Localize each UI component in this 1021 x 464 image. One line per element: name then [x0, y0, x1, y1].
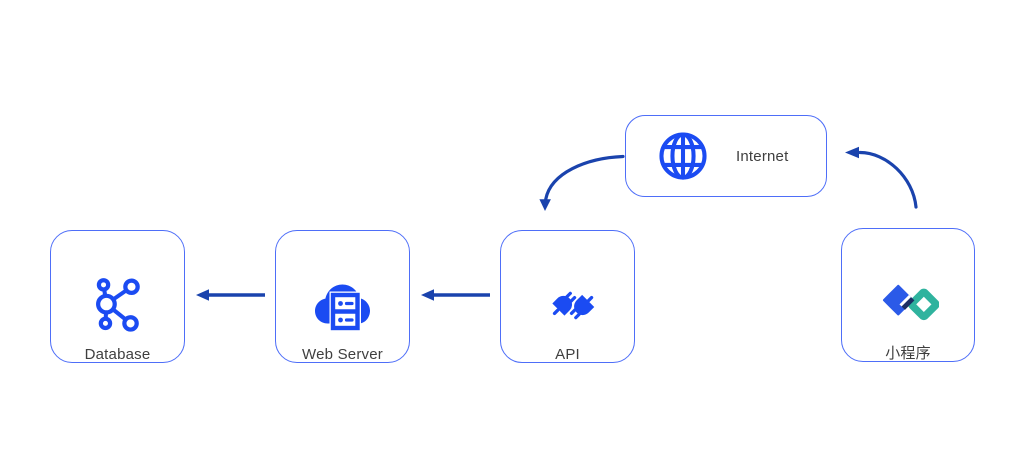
globe-icon [659, 132, 707, 180]
arrowhead-left-icon [845, 146, 859, 159]
arrowhead-down-icon [539, 199, 551, 211]
node-database: Database [50, 230, 185, 363]
node-internet: Internet [625, 115, 827, 197]
miniprogram-logo-icon [882, 284, 939, 321]
arrowhead-left-icon [196, 289, 209, 301]
share-nodes-icon [95, 278, 140, 332]
node-api: API [500, 230, 635, 363]
node-label-api: API [555, 346, 580, 363]
arrowhead-left-icon [421, 289, 434, 301]
cloud-server-icon [314, 284, 370, 332]
plug-icon [551, 291, 594, 320]
arrow-api-to-webserver [421, 289, 490, 301]
node-label-mini-program: 小程序 [885, 345, 931, 362]
node-label-database: Database [84, 346, 151, 363]
arrow-internet-to-api [539, 154, 625, 211]
node-web-server: Web Server [275, 230, 410, 363]
arrow-webserver-to-database [196, 289, 265, 301]
node-label-internet: Internet [736, 147, 789, 165]
arrow-miniprogram-to-internet [845, 146, 918, 209]
node-mini-program: 小程序 [841, 228, 975, 362]
node-label-web-server: Web Server [302, 346, 383, 363]
